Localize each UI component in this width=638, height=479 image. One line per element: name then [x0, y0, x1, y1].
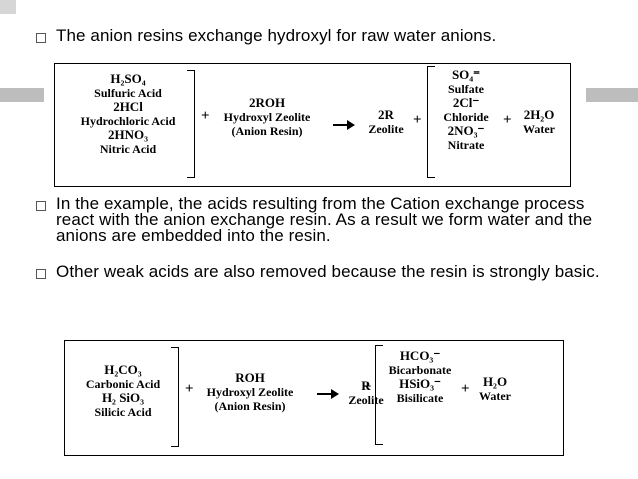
formula: H₂SO₄ [110, 71, 146, 86]
bullet-item: The anion resins exchange hydroxyl for r… [36, 26, 616, 45]
formula: 2HCl [113, 99, 143, 114]
reaction-arrow-icon [333, 120, 355, 130]
formula: 2Cl⁻ [452, 95, 480, 110]
formula: 2H₂O [523, 107, 555, 122]
label: Water [479, 389, 511, 403]
plus-sign: + [413, 112, 422, 128]
formula: H₂O [482, 374, 508, 389]
left-bracket [375, 345, 383, 445]
plus-sign: + [363, 379, 372, 395]
formula: H₂ SiO₃ [101, 390, 145, 405]
label: Sulfuric Acid [94, 86, 162, 100]
formula: 2NO₃⁻ [447, 123, 485, 138]
formula: H₂CO₃ [104, 362, 142, 377]
label: Carbonic Acid [85, 377, 161, 391]
bullet-text: In the example, the acids resulting from… [56, 194, 593, 245]
reactants-column: H₂CO₃ Carbonic Acid H₂ SiO₃ Silicic Acid [75, 362, 171, 420]
formula: SO₄⁼ [451, 67, 481, 82]
plus-sign: + [201, 108, 210, 124]
right-bracket [187, 70, 195, 178]
label: Hydroxyl Zeolite [206, 385, 294, 399]
formula: 2R [378, 107, 394, 122]
right-bracket [171, 347, 179, 447]
formula: 2HNO₃ [107, 127, 148, 142]
resin-column: ROH Hydroxyl Zeolite (Anion Resin) [195, 370, 305, 414]
equation-strong-acids: H₂SO₄ Sulfuric Acid 2HCl Hydrochloric Ac… [54, 63, 571, 187]
bullet-text: The anion resins exchange hydroxyl for r… [56, 26, 497, 45]
decorative-bar-accent [0, 0, 16, 14]
label: (Anion Resin) [231, 124, 303, 138]
label: Nitrate [447, 138, 485, 152]
formula: ROH [235, 370, 265, 385]
left-bracket [427, 66, 435, 178]
bullet-item: Other weak acids are also removed becaus… [36, 262, 616, 281]
label: Silicic Acid [94, 405, 152, 419]
bullet-item: In the example, the acids resulting from… [36, 194, 616, 245]
label: Sulfate [448, 82, 484, 96]
decorative-bar-left [0, 88, 44, 102]
plus-sign: + [185, 381, 194, 397]
label: Bisilicate [396, 391, 444, 405]
anions-column: SO₄⁼ Sulfate 2Cl⁻ Chloride 2NO₃⁻ Nitrate [433, 67, 499, 153]
bullet-square-icon [36, 33, 46, 43]
water-column: 2H₂O Water [515, 107, 563, 137]
label: Zeolite [368, 122, 404, 136]
formula: HCO₃⁻ [399, 348, 441, 363]
plus-sign: + [461, 381, 470, 397]
label: Hydrochloric Acid [80, 114, 176, 128]
water-column: H₂O Water [473, 374, 517, 404]
formula: 2ROH [248, 95, 286, 110]
resin-column: 2ROH Hydroxyl Zeolite (Anion Resin) [215, 95, 319, 139]
zeolite-column: R Zeolite [343, 378, 389, 408]
formula: R [361, 378, 371, 393]
reactants-column: H₂SO₄ Sulfuric Acid 2HCl Hydrochloric Ac… [69, 71, 187, 157]
decorative-bar-right [586, 88, 638, 102]
label: Water [523, 122, 555, 136]
formula: HSiO₃⁻ [399, 376, 441, 391]
plus-sign: + [503, 112, 512, 128]
equation-weak-acids: H₂CO₃ Carbonic Acid H₂ SiO₃ Silicic Acid… [64, 340, 564, 456]
label: Chloride [443, 110, 489, 124]
bullet-square-icon [36, 269, 46, 279]
bullet-square-icon [36, 201, 46, 211]
label: Nitric Acid [99, 142, 157, 156]
reaction-arrow-icon [317, 389, 339, 399]
label: Hydroxyl Zeolite [223, 110, 311, 124]
label: (Anion Resin) [214, 399, 286, 413]
anions-column: HCO₃⁻ Bicarbonate HSiO₃⁻ Bisilicate [379, 348, 461, 406]
zeolite-column: 2R Zeolite [361, 107, 411, 137]
bullet-text: Other weak acids are also removed becaus… [56, 262, 600, 281]
label: Zeolite [348, 393, 384, 407]
label: Bicarbonate [388, 363, 452, 377]
